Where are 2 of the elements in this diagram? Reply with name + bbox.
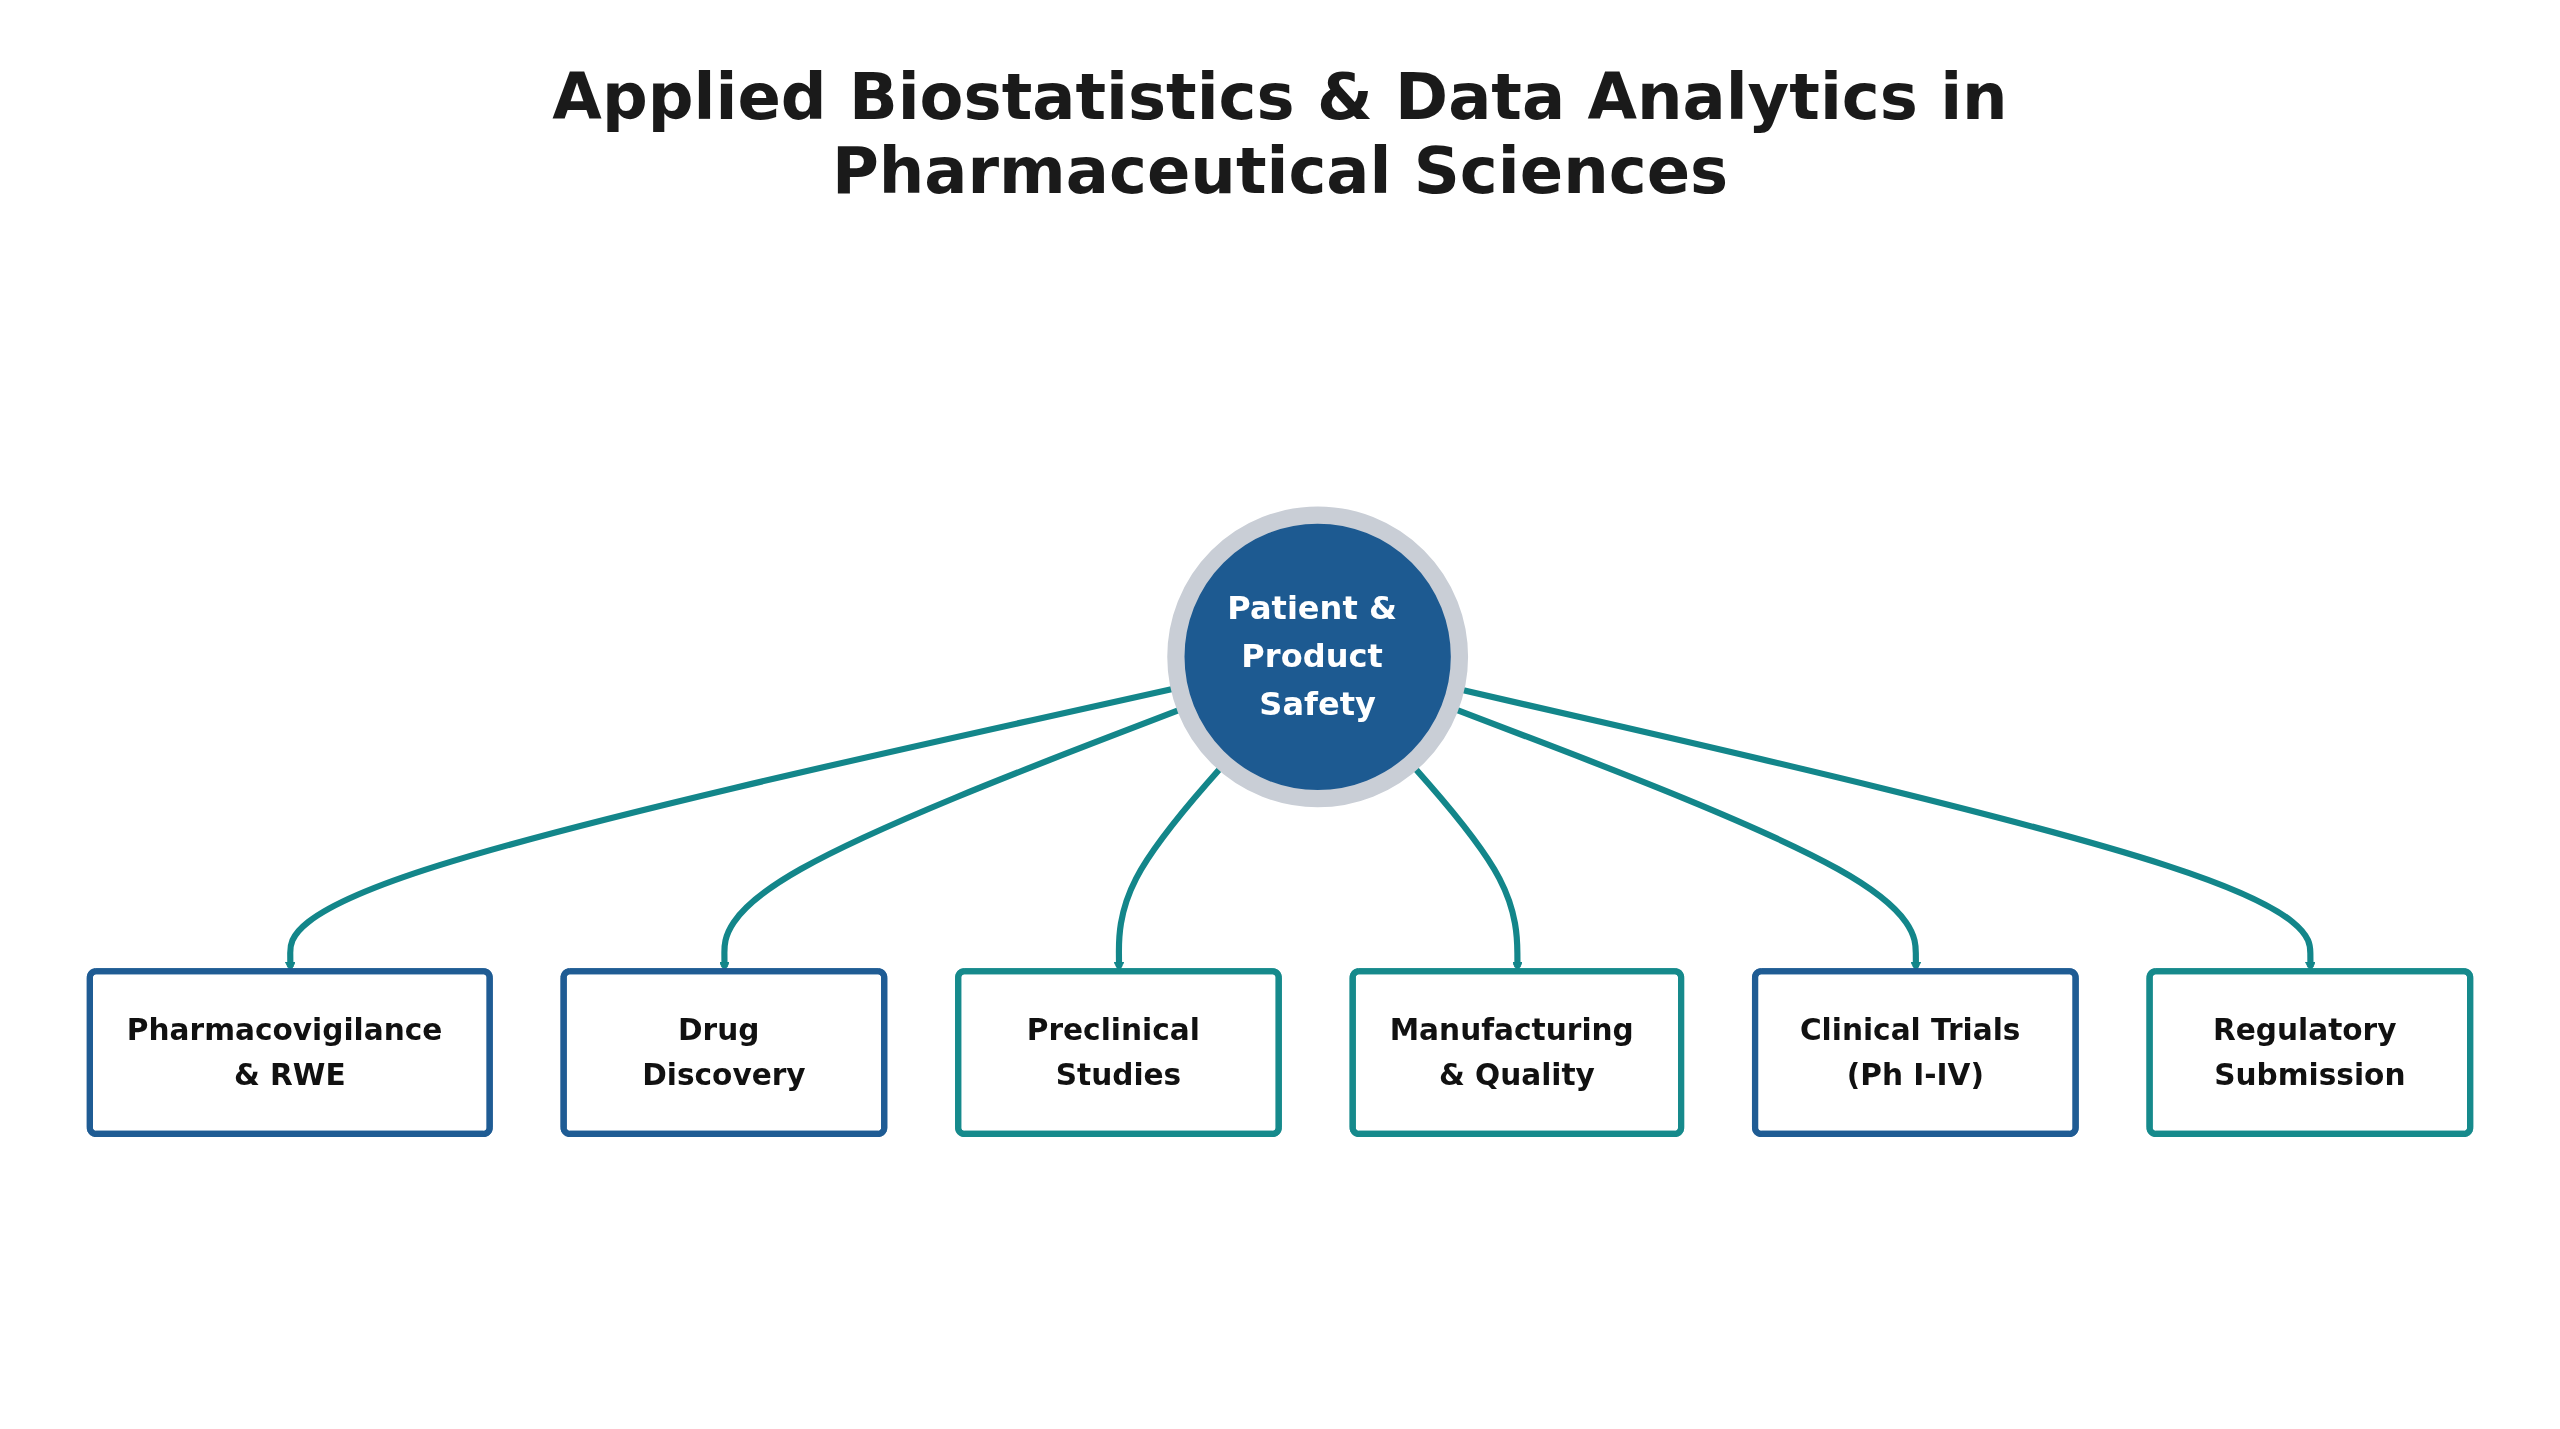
diagram-title: Applied Biostatistics & Data Analytics in Pharmaceutical Sciences — [551, 60, 2009, 208]
node-circle: Patient & Product Safety — [1167, 506, 1469, 808]
